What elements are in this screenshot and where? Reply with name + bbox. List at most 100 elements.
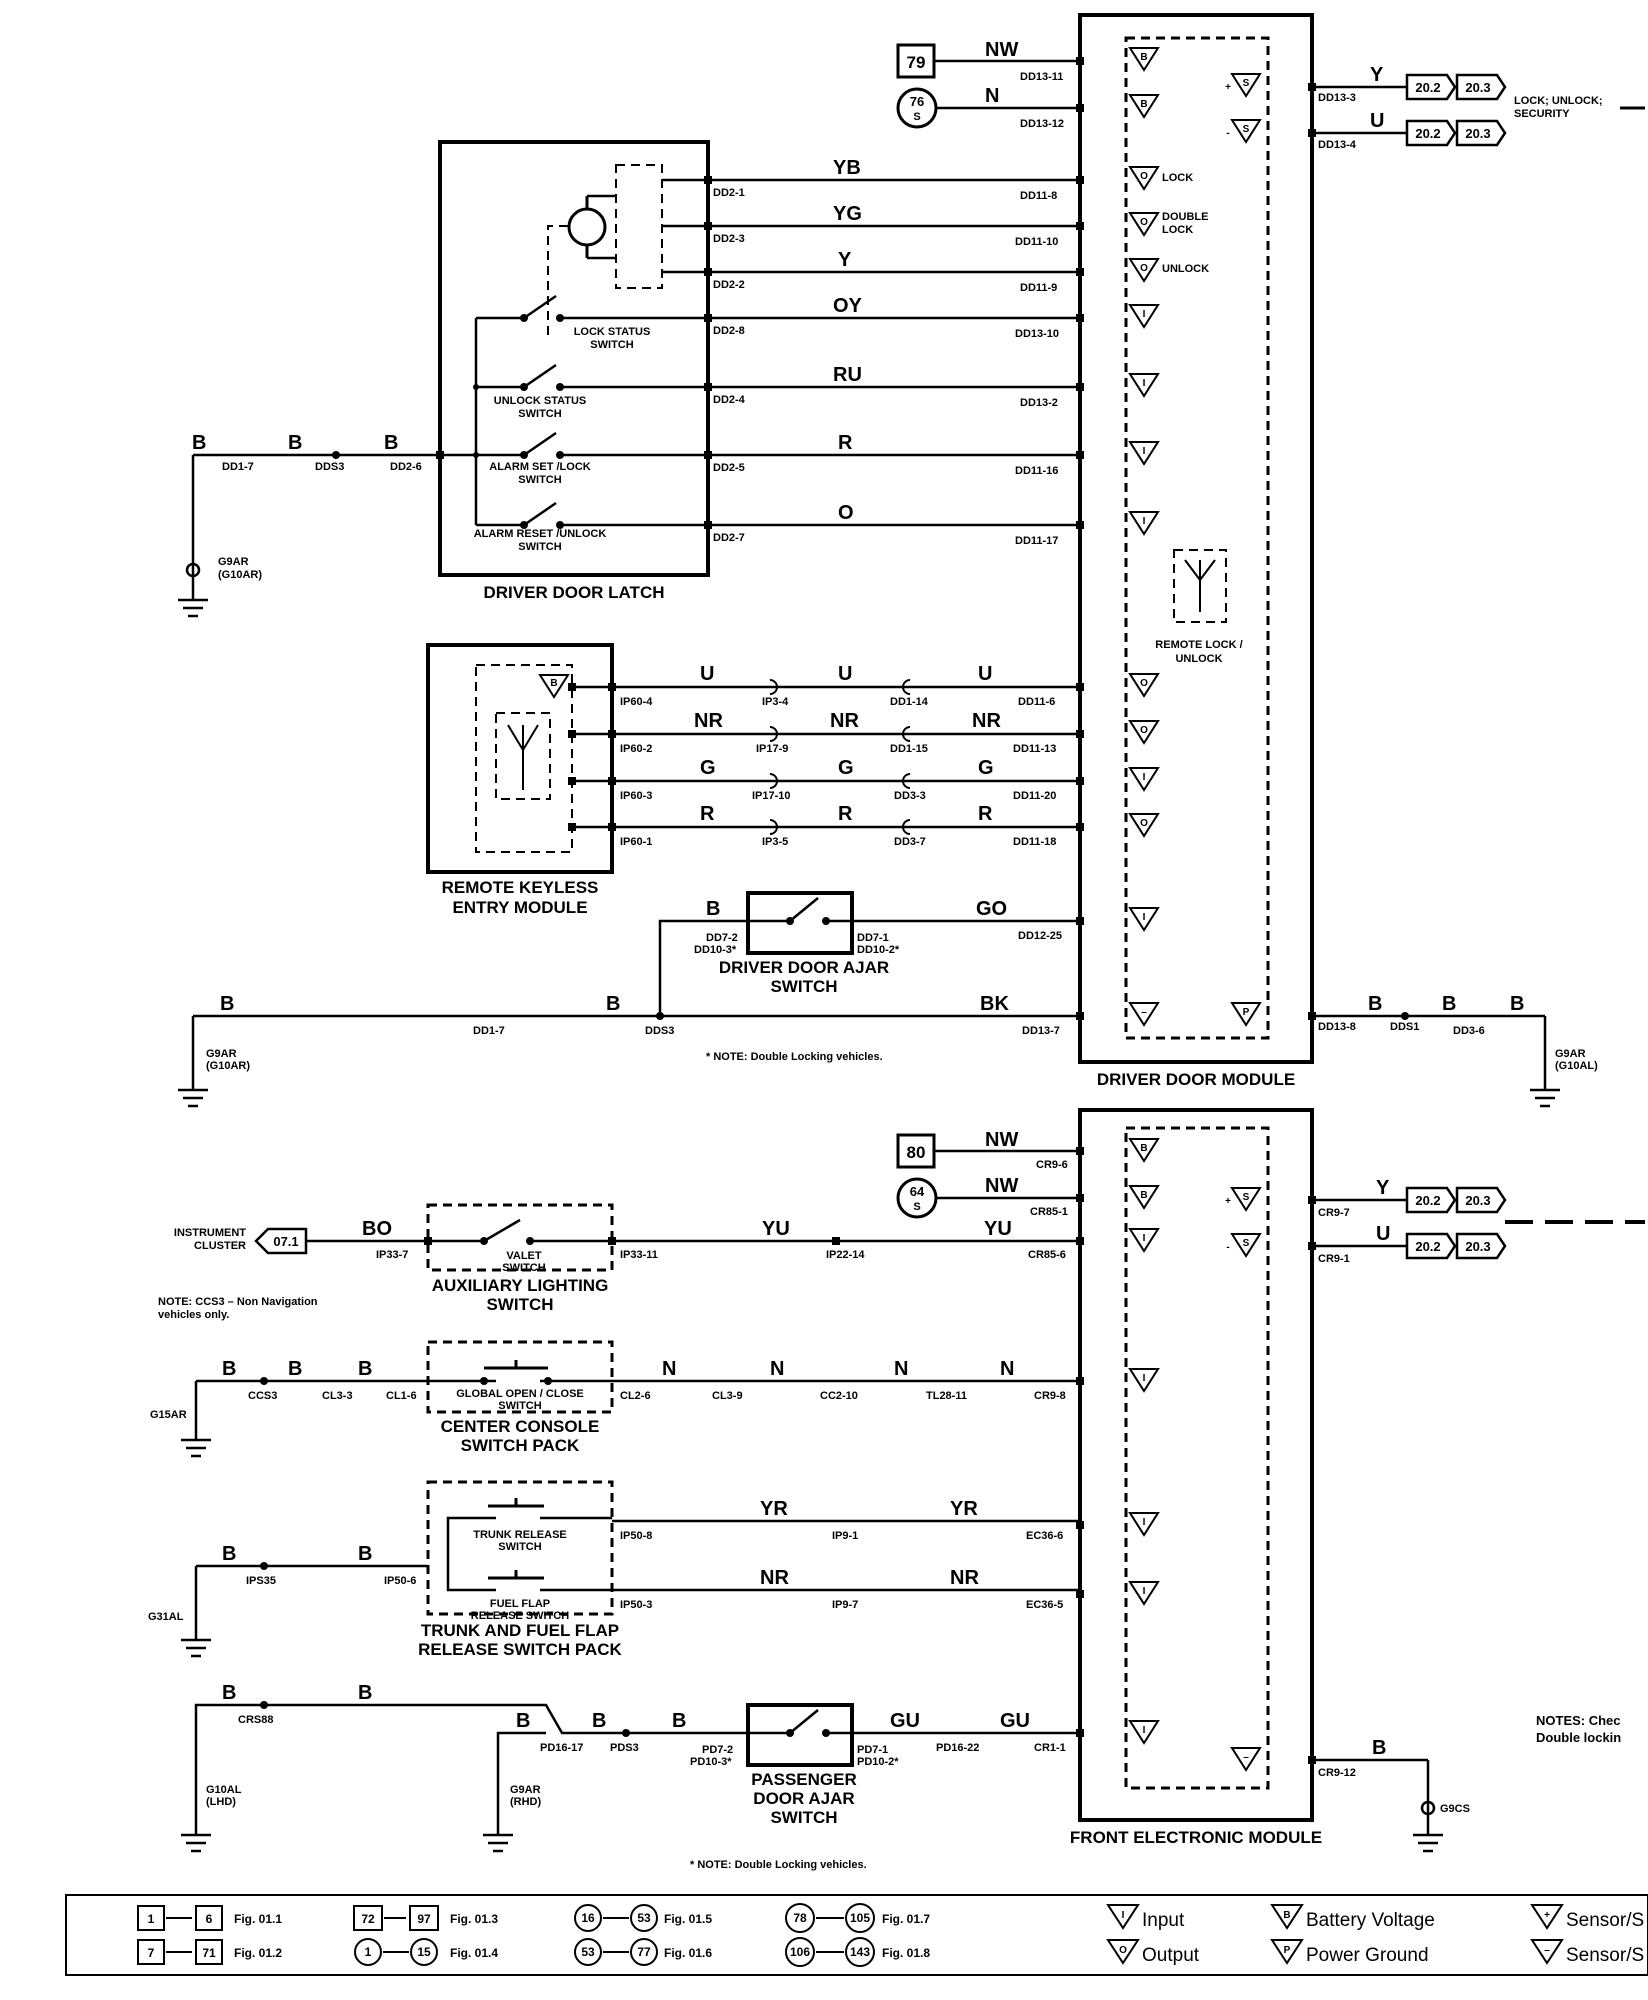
- rke-g3: G: [978, 757, 994, 779]
- splice-ips35: [260, 1562, 268, 1570]
- out-ref-1a: 20.2: [1415, 80, 1440, 95]
- module-antenna-box: [1173, 549, 1227, 623]
- pda-c2: [822, 1729, 830, 1737]
- antenna-icon: [507, 724, 539, 790]
- rke-dd11-18: DD11-18: [1013, 836, 1056, 848]
- svg-text:–: –: [1243, 1752, 1249, 1763]
- svg-text:B: B: [1140, 1143, 1147, 1154]
- cc-n4: N: [1000, 1358, 1014, 1380]
- inline-connectors: [769, 679, 911, 835]
- pda-rhd: (RHD): [510, 1796, 541, 1808]
- pda-lhd: (LHD): [206, 1796, 236, 1808]
- legend-fig-labels: Fig. 01.1 Fig. 01.2 Fig. 01.3 Fig. 01.4 …: [234, 1912, 930, 1960]
- pda-b5: B: [672, 1710, 686, 1732]
- sw3-blade: [523, 431, 557, 457]
- legend: 1 6 7 71 72 97 1 15 16 53 53 77 78 105 1…: [65, 1894, 1648, 1976]
- leg-f6b: 77: [637, 1945, 651, 1959]
- legend-arrows: [166, 1917, 844, 1953]
- dda-c1: [786, 917, 794, 925]
- svg-text:S: S: [1243, 124, 1250, 135]
- rke-connectors: IP60-4 IP60-2 IP60-3 IP60-1 IP3-4 IP17-9…: [620, 696, 1056, 848]
- conn-dds1: DDS1: [1390, 1021, 1419, 1033]
- alarm-set-2: SWITCH: [518, 474, 561, 486]
- wire-label-n: N: [985, 85, 999, 107]
- dda-dd1-7: DD1-7: [473, 1025, 505, 1037]
- leg-f3b: 97: [417, 1912, 431, 1926]
- leg-f8b: 143: [850, 1945, 870, 1959]
- pda-left-2: PD10-3*: [690, 1756, 732, 1768]
- rke-m2-a: DD1-14: [890, 696, 929, 708]
- out-ref-2b: 20.3: [1465, 126, 1490, 141]
- driver-door-ajar-switch: B GO DD12-25 DD7-2 DD10-3* DD7-1 DD10-2*…: [178, 891, 1080, 1108]
- lock-status-1: LOCK STATUS: [574, 326, 651, 338]
- rke-u3: U: [978, 663, 992, 685]
- ground-symbol-icon: [1413, 1833, 1443, 1853]
- pda-blade: [789, 1709, 819, 1734]
- ground-eyelet: [1420, 1800, 1436, 1816]
- trunk-gap: [496, 1512, 540, 1526]
- svg-text:I: I: [1143, 446, 1146, 457]
- lg-dd1-7: DD1-7: [222, 461, 254, 473]
- leg-f1: Fig. 01.1: [234, 1912, 282, 1926]
- lg-dds3: DDS3: [315, 461, 344, 473]
- leg-f7b: 105: [850, 1911, 870, 1925]
- leg-f6a: 53: [581, 1945, 595, 1959]
- ground-g10al-right: (G10AL): [1555, 1060, 1598, 1072]
- svg-text:+: +: [1225, 82, 1231, 93]
- wire-label-yg: YG: [833, 203, 862, 225]
- leg-f8a: 106: [790, 1945, 810, 1959]
- cc-cl3-3: CL3-3: [322, 1390, 353, 1402]
- ccsp-title-2: SWITCH PACK: [461, 1436, 580, 1455]
- pda-pds3: PDS3: [610, 1742, 639, 1754]
- tf-ip50-3: IP50-3: [620, 1599, 652, 1611]
- fuel-gap: [496, 1584, 540, 1598]
- aux-bo: BO: [362, 1218, 392, 1240]
- ground-symbol-icon: [181, 1638, 211, 1658]
- pin-dd2-2: DD2-2: [713, 279, 745, 291]
- svg-text:-: -: [1226, 1242, 1229, 1253]
- inner-double-1: DOUBLE: [1162, 211, 1208, 223]
- svg-text:-: -: [1226, 128, 1229, 139]
- leg-f8: Fig. 01.8: [882, 1946, 930, 1960]
- conn-dd11-16: DD11-16: [1015, 465, 1058, 477]
- cc-n1: N: [662, 1358, 676, 1380]
- svg-text:P: P: [1243, 1007, 1250, 1018]
- rke-antenna-box: [495, 712, 551, 800]
- wire-label-nw: NW: [985, 39, 1018, 61]
- rke-dd11-20: DD11-20: [1013, 790, 1056, 802]
- rke-m2-c: DD3-3: [894, 790, 926, 802]
- leg-f2b: 71: [202, 1946, 216, 1960]
- svg-text:O: O: [1140, 725, 1148, 736]
- cc-cl1-6: CL1-6: [386, 1390, 417, 1402]
- ref-76: 76: [910, 94, 924, 109]
- rke-ip60-b: IP60-2: [620, 743, 652, 755]
- svg-text:I: I: [1143, 1517, 1146, 1528]
- wire-label-go: GO: [976, 898, 1007, 920]
- conn-dd13-11: DD13-11: [1020, 71, 1063, 83]
- dda-left-1: DD7-2: [706, 932, 738, 944]
- aux-c2: [526, 1237, 534, 1245]
- cc-g15ar: G15AR: [150, 1409, 187, 1421]
- svg-text:I: I: [1143, 912, 1146, 923]
- svg-text:I: I: [1143, 1586, 1146, 1597]
- wire-label-bk: BK: [980, 993, 1009, 1015]
- mg-b2: B: [1442, 993, 1456, 1015]
- lg-b1: B: [192, 432, 206, 454]
- pin-dd2-4: DD2-4: [713, 394, 746, 406]
- fem-io-triangles: [1128, 1138, 1262, 1772]
- pda-left-1: PD7-2: [702, 1744, 733, 1756]
- tf-ip50-8: IP50-8: [620, 1530, 652, 1542]
- legend-ref-numbers: 1 6 7 71 72 97 1 15 16 53 53 77 78 105 1…: [148, 1911, 871, 1960]
- fem-gb: B: [1372, 1737, 1386, 1759]
- ccsp-c2: [544, 1377, 552, 1385]
- fuel-1: FUEL FLAP: [490, 1598, 550, 1610]
- rke-ip60-a: IP60-4: [620, 696, 653, 708]
- ccsp-title-1: CENTER CONSOLE: [441, 1417, 600, 1436]
- conn-dd13-7: DD13-7: [1022, 1025, 1060, 1037]
- driver-door-latch: DRIVER DOOR LATCH: [178, 140, 746, 618]
- conn-cr9-8: CR9-8: [1034, 1390, 1066, 1402]
- leg-f7: Fig. 01.7: [882, 1912, 930, 1926]
- tf-yr2: YR: [950, 1498, 978, 1520]
- pda-c1: [786, 1729, 794, 1737]
